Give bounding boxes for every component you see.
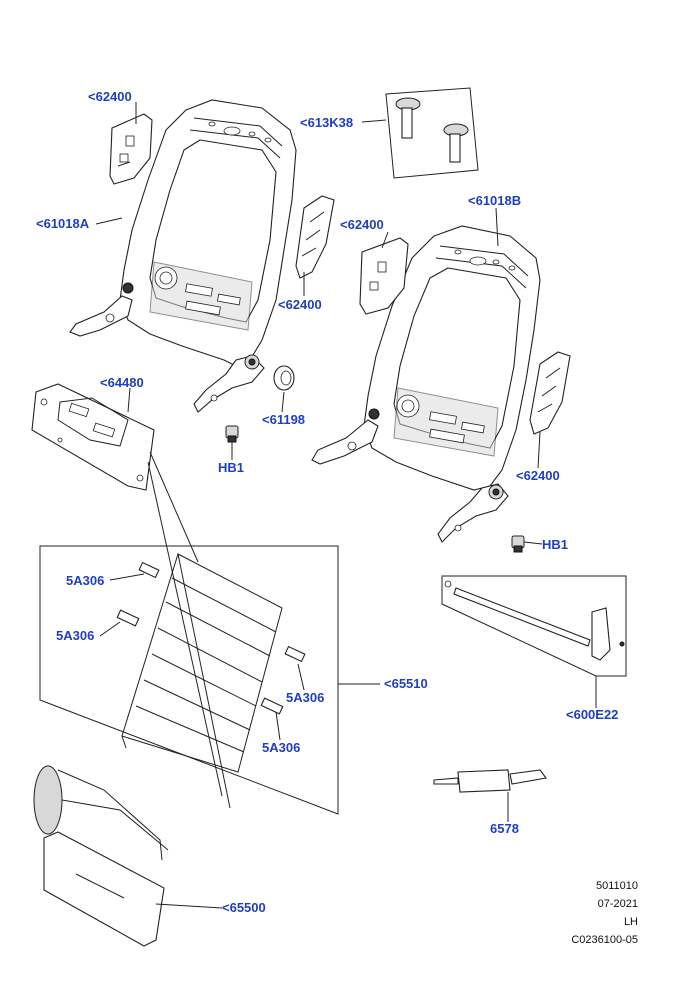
- side-plate-middle: [359, 237, 409, 315]
- callout-62400-middle[interactable]: <62400: [340, 217, 384, 232]
- bolt-hb1-right: [511, 535, 525, 553]
- side-indicator: LH: [623, 916, 638, 928]
- callout-65510[interactable]: <65510: [384, 676, 428, 691]
- callout-65500[interactable]: <65500: [222, 900, 266, 915]
- rod-detail-box: [441, 575, 627, 677]
- side-plate-upper-right: [295, 195, 335, 279]
- module-panel: [31, 383, 155, 491]
- revision-date: 07-2021: [597, 898, 638, 910]
- callout-5a306-top[interactable]: 5A306: [66, 573, 105, 588]
- callout-5a306-right[interactable]: 5A306: [286, 690, 325, 705]
- side-plate-lower-right: [529, 351, 571, 435]
- seat-frame-left: [69, 99, 297, 413]
- callout-6578[interactable]: 6578: [490, 821, 519, 836]
- callout-hb1-left[interactable]: HB1: [218, 460, 245, 475]
- callout-600e22[interactable]: <600E22: [566, 707, 619, 722]
- side-plate-upper-left: [109, 113, 153, 185]
- bolt-hb1-left: [225, 425, 239, 443]
- callout-64480[interactable]: <64480: [100, 375, 144, 390]
- illustration-code: C0236100-05: [571, 934, 638, 946]
- spring-mat-box: [39, 545, 339, 815]
- callout-61018a[interactable]: <61018A: [36, 216, 90, 231]
- callout-613k38[interactable]: <613K38: [300, 115, 354, 130]
- callout-5a306-left[interactable]: 5A306: [56, 628, 95, 643]
- clip-detail-box: [385, 87, 479, 179]
- seat-frame-right: [311, 225, 541, 543]
- leader-lines: [95, 102, 597, 909]
- lubricant-syringe: [433, 769, 547, 793]
- callout-62400-upper-right[interactable]: <62400: [278, 297, 322, 312]
- callout-62400-lower-right[interactable]: <62400: [516, 468, 560, 483]
- recliner-knob: [273, 365, 295, 391]
- ref-number: 5011010: [595, 880, 638, 892]
- callout-61198[interactable]: <61198: [262, 412, 306, 427]
- callout-61018b[interactable]: <61018B: [468, 193, 522, 208]
- callout-hb1-right[interactable]: HB1: [542, 537, 569, 552]
- callout-5a306-bottom[interactable]: 5A306: [262, 740, 301, 755]
- seat-back-panel: [33, 765, 169, 947]
- callout-62400-upper-left[interactable]: <62400: [88, 89, 132, 104]
